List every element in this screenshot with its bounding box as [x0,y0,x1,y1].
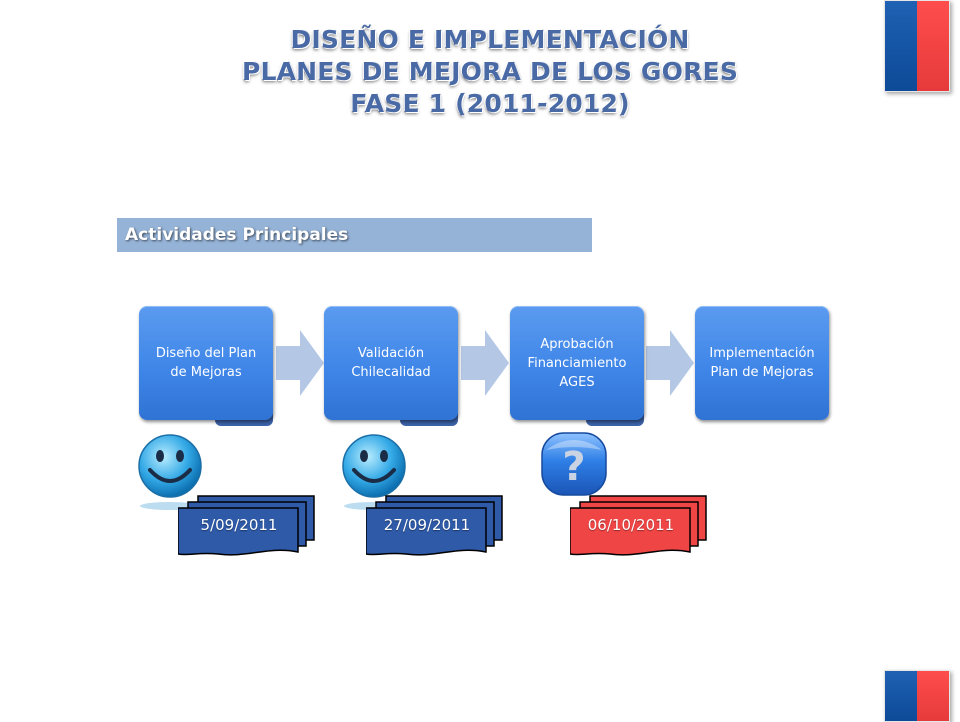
smiley-icon [138,434,202,510]
svg-text:?: ? [562,444,585,490]
step-4-label: Implementación Plan de Mejoras [709,346,815,380]
step-validation: Validación Chilecalidad [324,306,458,420]
date-label-3: 06/10/2011 [587,516,675,534]
arrow-right-icon [646,330,694,396]
flag-top-corner [884,0,950,92]
date-badge-1: 5/09/2011 [178,494,318,558]
date-label-1: 5/09/2011 [200,516,278,534]
page-title: DISEÑO E IMPLEMENTACIÓN PLANES DE MEJORA… [200,24,780,120]
question-icon: ? [541,432,607,496]
title-line-3: FASE 1 (2011-2012) [350,89,630,118]
flag-bottom-corner [884,670,950,722]
step-implementation: Implementación Plan de Mejoras [695,306,829,420]
date-label-2: 27/09/2011 [383,516,471,534]
arrow-right-icon [461,330,509,396]
section-header: Actividades Principales [117,218,592,252]
step-3-label: Aprobación Financiamiento AGES [527,336,627,390]
step-2-label: Validación Chilecalidad [351,346,431,380]
step-design-plan: Diseño del Plan de Mejoras [139,306,273,420]
title-line-1: DISEÑO E IMPLEMENTACIÓN [290,25,690,54]
step-approval: Aprobación Financiamiento AGES [510,306,644,420]
section-header-label: Actividades Principales [125,225,349,245]
arrow-right-icon [276,330,324,396]
date-badge-3: 06/10/2011 [570,494,710,558]
smiley-icon [342,434,406,510]
step-1-label: Diseño del Plan de Mejoras [155,346,257,380]
title-line-2: PLANES DE MEJORA DE LOS GORES [241,57,739,86]
date-badge-2: 27/09/2011 [366,494,506,558]
